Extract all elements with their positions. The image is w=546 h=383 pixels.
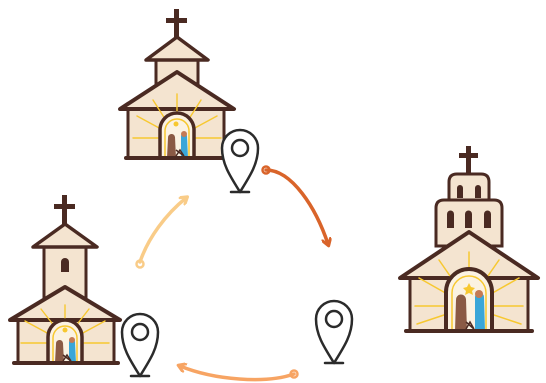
curved-arrow-icon: [180, 366, 298, 380]
location-pin-icon: [222, 130, 258, 192]
church-right: [400, 146, 538, 331]
curved-arrow-icon: [137, 198, 187, 268]
location-pin-icon: [122, 314, 158, 376]
location-pin-icon: [316, 301, 352, 363]
church-top: [120, 9, 234, 158]
church-left: [10, 195, 120, 363]
curved-arrow-icon: [263, 167, 329, 245]
